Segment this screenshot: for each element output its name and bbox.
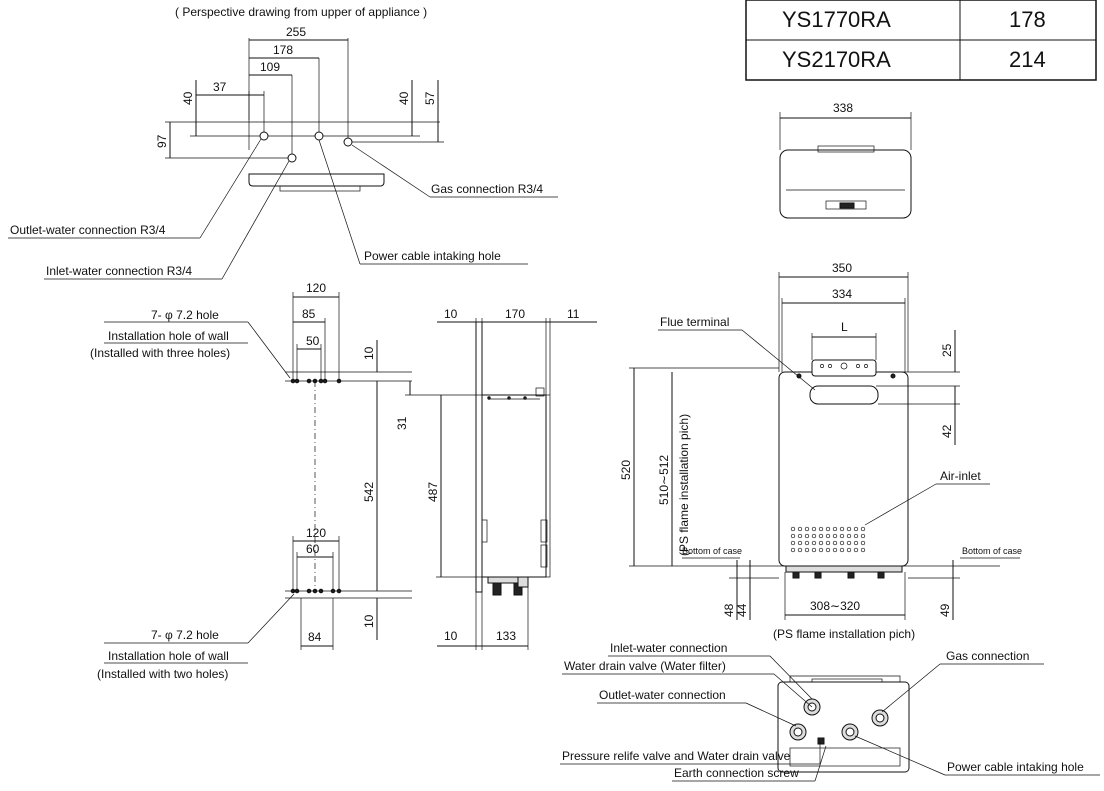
outlet-connection-icon <box>259 131 269 141</box>
dim-57: 57 <box>423 91 437 105</box>
top-hole-spec: 7- φ 7.2 hole <box>151 308 219 322</box>
top-view: ( Perspective drawing from upper of appl… <box>8 5 558 280</box>
dim-120-bottom: 120 <box>306 526 326 540</box>
dim-49: 49 <box>938 603 952 617</box>
dim-31: 31 <box>395 416 409 430</box>
bottom-of-case-left: Bottom of case <box>682 546 742 556</box>
dim-487: 487 <box>426 482 440 502</box>
top-view-caption: ( Perspective drawing from upper of appl… <box>175 5 427 19</box>
water-drain-valve-label: Water drain valve (Water filter) <box>564 659 726 673</box>
dim-40-right: 40 <box>397 91 411 105</box>
side-view: 10 170 11 31 487 <box>395 307 597 650</box>
air-inlet-label: Air-inlet <box>940 469 981 483</box>
dim-pitch: 510∼512 <box>657 455 671 505</box>
dim-50: 50 <box>306 334 320 348</box>
dim-334: 334 <box>832 287 852 301</box>
pitch-note-horizontal: (PS flame installation pich) <box>773 627 915 641</box>
bottom-of-case-right: Bottom of case <box>962 546 1022 556</box>
bottom-hole-sub: (Installed with two holes) <box>97 667 228 681</box>
dim-255: 255 <box>286 25 306 39</box>
top-small-view: 338 <box>779 101 912 219</box>
dim-120-top: 120 <box>306 281 326 295</box>
gas-connection-icon <box>343 137 353 147</box>
dim-10-bottom: 10 <box>362 614 376 628</box>
power-cable-bottom-label: Power cable intaking hole <box>947 760 1084 774</box>
dim-L: L <box>841 320 848 334</box>
model-table: YS1770RA 178 YS2170RA 214 <box>745 0 1097 81</box>
pressure-relief-label: Pressure relife valve and Water drain va… <box>562 749 791 763</box>
top-hole-title: Installation hole of wall <box>108 329 229 343</box>
gas-connection-bottom-label: Gas connection <box>946 649 1029 663</box>
dim-109: 109 <box>260 60 280 74</box>
inlet-connection-icon <box>287 153 297 163</box>
dim-10-top: 10 <box>362 346 376 360</box>
dim-350: 350 <box>832 261 852 275</box>
dim-338: 338 <box>833 101 853 115</box>
dim-178: 178 <box>273 43 293 57</box>
dim-170: 170 <box>505 307 525 321</box>
bottom-hole-spec: 7- φ 7.2 hole <box>151 628 219 642</box>
outlet-connection-bottom-label: Outlet-water connection <box>599 688 726 702</box>
table-row-1-model: YS1770RA <box>782 7 891 32</box>
table-row-1-value: 178 <box>1009 7 1046 32</box>
air-inlet-grid <box>790 526 866 553</box>
dim-84: 84 <box>308 630 322 644</box>
earth-screw-label: Earth connection screw <box>674 766 799 780</box>
dim-40-left: 40 <box>181 91 195 105</box>
outlet-connection-label: Outlet-water connection R3/4 <box>10 223 166 237</box>
flue-terminal-label: Flue terminal <box>660 315 729 329</box>
dim-37: 37 <box>213 80 227 94</box>
bottom-hole-title: Installation hole of wall <box>108 649 229 663</box>
dim-520: 520 <box>619 460 633 480</box>
power-hole-label: Power cable intaking hole <box>364 249 501 263</box>
dim-44: 44 <box>735 603 749 617</box>
gas-connection-label: Gas connection R3/4 <box>431 182 543 196</box>
dim-side-10-top: 10 <box>444 307 458 321</box>
dim-42: 42 <box>940 424 954 438</box>
dim-85: 85 <box>302 307 316 321</box>
dim-side-10-bottom: 10 <box>444 629 458 643</box>
pitch-note-vertical: (PS flame installation pich) <box>677 414 691 556</box>
bottom-view: Inlet-water connection Water drain valve… <box>560 641 1100 782</box>
top-hole-sub: (Installed with three holes) <box>90 346 230 360</box>
dim-97: 97 <box>155 134 169 148</box>
front-view: 350 334 L Flue terminal <box>619 261 1022 641</box>
dim-308-320: 308∼320 <box>810 599 860 613</box>
table-row-2-value: 214 <box>1009 47 1046 72</box>
dim-25: 25 <box>940 343 954 357</box>
dim-60: 60 <box>306 542 320 556</box>
dim-11: 11 <box>567 307 580 321</box>
table-row-2-model: YS2170RA <box>782 47 891 72</box>
inlet-connection-label: Inlet-water connection R3/4 <box>46 264 192 278</box>
inlet-connection-bottom-label: Inlet-water connection <box>610 641 727 655</box>
wall-holes-view: 120 85 50 10 7- φ 7.2 hole Installation … <box>90 281 412 681</box>
dim-133: 133 <box>496 629 516 643</box>
power-hole-icon <box>314 131 324 141</box>
dim-542: 542 <box>362 482 376 502</box>
dim-48: 48 <box>722 603 736 617</box>
